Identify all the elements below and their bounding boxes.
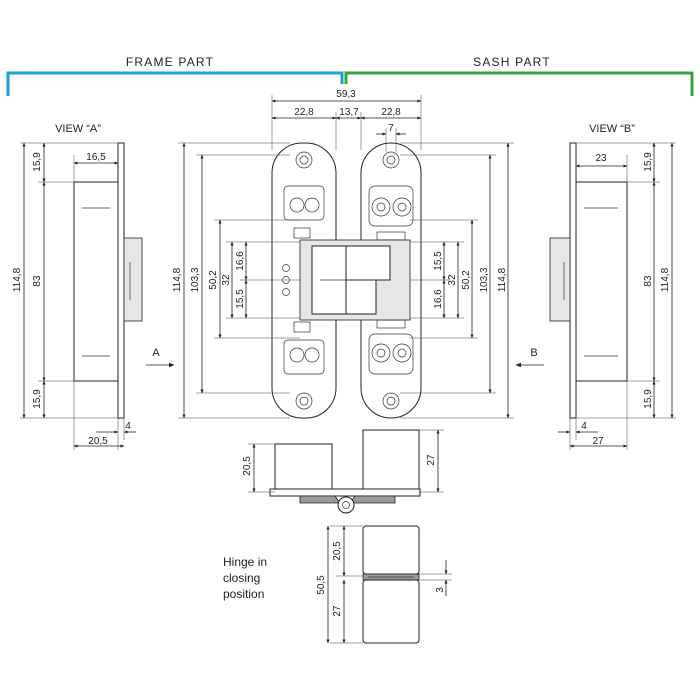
view-b-total-dim: 114,8: [660, 267, 671, 292]
view-b-top-dim: 15,9: [643, 152, 654, 172]
right-155-dim: 15,5: [433, 251, 444, 271]
view-a-dimensions: [20, 142, 136, 450]
frame-part-title: FRAME PART: [126, 55, 214, 69]
sash-part-bracket: [344, 71, 694, 96]
left-50-dim: 50,2: [208, 270, 219, 290]
note-line-1: Hinge in: [223, 555, 267, 569]
side-left-dim: 20,5: [242, 456, 253, 476]
view-b-part: [549, 142, 628, 419]
arrow-b-label: B: [530, 347, 537, 359]
side-view-dimensions: [248, 429, 444, 493]
left-total-dim: 114,8: [172, 267, 183, 292]
note-line-3: position: [223, 587, 264, 601]
left-166-dim: 16,6: [235, 251, 246, 271]
closed-total-dim: 50,5: [316, 575, 327, 595]
view-b-dimensions: [558, 142, 676, 450]
view-b-plate-dim: 4: [581, 421, 587, 432]
hinge-mechanism: [299, 239, 411, 321]
view-a-part: [73, 142, 143, 419]
side-view-part: [269, 429, 421, 514]
frame-width-dim: 22,8: [294, 107, 314, 118]
right-166-dim: 16,6: [433, 289, 444, 309]
view-a-bottom-dim: 15,9: [32, 389, 43, 409]
sash-part-title: SASH PART: [473, 55, 551, 69]
sash-screw-dim: 7: [388, 123, 394, 134]
closed-top-dim: 20,5: [332, 541, 343, 561]
left-32-dim: 32: [221, 274, 232, 286]
view-a-label: VIEW “A”: [55, 123, 101, 135]
front-left-dimensions: [178, 142, 300, 419]
closed-view-dimensions: [326, 525, 452, 644]
view-b-depth-dim: 23: [595, 153, 607, 164]
right-103-dim: 103,3: [479, 267, 490, 292]
side-right-dim: 27: [426, 454, 437, 466]
view-a-total-dim: 114,8: [12, 267, 23, 292]
frame-part-bracket: [6, 71, 344, 96]
left-155-dim: 15,5: [235, 289, 246, 309]
closed-bottom-dim: 27: [332, 605, 343, 617]
view-b-label: VIEW “B”: [589, 123, 635, 135]
front-right-dimensions: [400, 142, 514, 419]
sash-width-dim: 22,8: [381, 107, 401, 118]
view-a-plate-dim: 4: [125, 421, 131, 432]
right-50-dim: 50,2: [461, 270, 472, 290]
view-b-mid-dim: 83: [643, 275, 654, 287]
view-b-width-dim: 27: [592, 436, 604, 447]
view-a-top-dim: 15,9: [32, 152, 43, 172]
view-b-bottom-dim: 15,9: [643, 389, 654, 409]
view-a-width-dim: 20,5: [88, 436, 108, 447]
gap-dim: 13,7: [339, 107, 359, 118]
closed-gap-dim: 3: [435, 587, 446, 593]
view-a-mid-dim: 83: [32, 275, 43, 287]
overall-width-dim: 59,3: [336, 89, 356, 100]
closed-view-part: [362, 525, 420, 644]
left-103-dim: 103,3: [190, 267, 201, 292]
arrow-a-label: A: [152, 347, 160, 359]
right-total-dim: 114,8: [497, 267, 508, 292]
note-line-2: closing: [223, 571, 260, 585]
view-a-depth-dim: 16,5: [86, 152, 106, 163]
right-32-dim: 32: [447, 274, 458, 286]
front-top-dimensions: [271, 95, 422, 152]
